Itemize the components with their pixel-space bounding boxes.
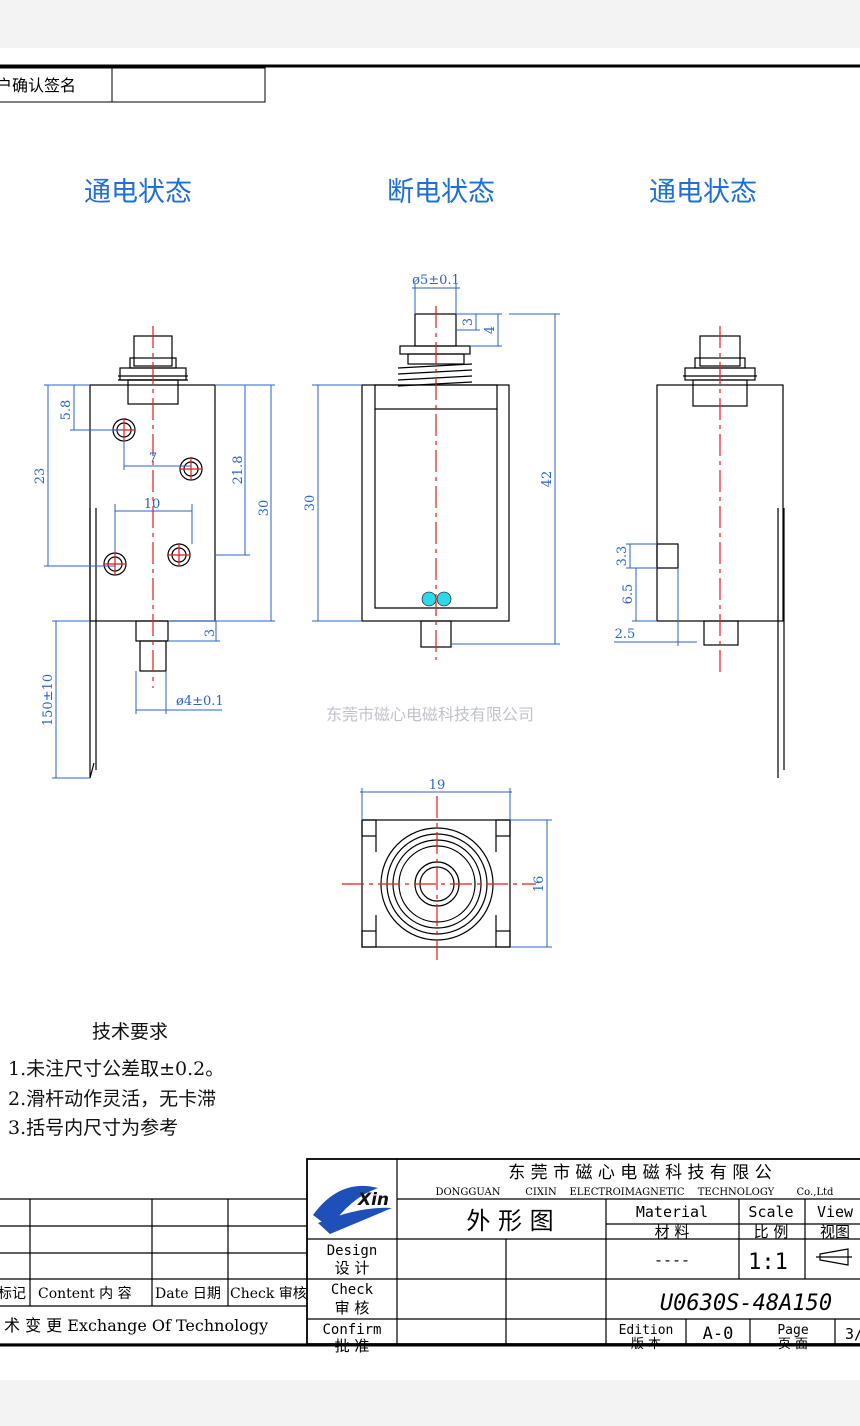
- edition-value: A-0: [703, 1324, 734, 1344]
- dim-150: 150±10: [41, 674, 56, 726]
- drawing-sheet: 户确认签名 通电状态 断电状态 通电状态: [0, 48, 860, 1380]
- edition-en: Edition: [619, 1323, 674, 1338]
- design-cn: 设 计: [335, 1259, 370, 1277]
- dim-mid-30: 30: [303, 495, 318, 512]
- design-en: Design: [327, 1243, 378, 1259]
- dim-dia5: ø5±0.1: [412, 273, 460, 288]
- dim-5-8: 5.8: [59, 400, 74, 421]
- dim-30: 30: [257, 500, 272, 517]
- material-cn: 材 料: [655, 1223, 690, 1241]
- edition-cn: 版 本: [631, 1337, 661, 1352]
- view-cn: 视图: [820, 1223, 850, 1241]
- view-title-3: 通电状态: [649, 177, 757, 208]
- view-title-1: 通电状态: [84, 177, 192, 208]
- view-en: View: [817, 1203, 854, 1221]
- material-value: ----: [654, 1251, 690, 1269]
- drawing-name: 外 形 图: [466, 1207, 553, 1235]
- check-cn: 审 核: [335, 1299, 370, 1317]
- logo-text: Xin: [357, 1190, 389, 1210]
- rev-header-check: Check 审核: [230, 1286, 307, 1302]
- bottom-centerlines: [342, 796, 536, 960]
- requirement-item-1: 1.未注尺寸公差取±0.2。: [8, 1058, 225, 1080]
- dim-mid-3: 3: [461, 318, 476, 326]
- dim-right-3-3: 3.3: [615, 546, 630, 567]
- scale-value: 1:1: [748, 1250, 788, 1275]
- wire-dot-2: [436, 591, 452, 607]
- dim-mid-4: 4: [483, 326, 498, 334]
- dim-dia4: ø4±0.1: [176, 694, 224, 709]
- customer-sign-box: 户确认签名: [0, 67, 266, 103]
- company-en-1: DONGGUAN: [435, 1187, 500, 1198]
- middle-dim-lines: [312, 284, 560, 645]
- watermark: 东莞市磁心电磁科技有限公司: [326, 705, 534, 724]
- company-en-4: TECHNOLOGY: [698, 1187, 775, 1198]
- title-block: [0, 1158, 860, 1345]
- company-logo: Xin: [313, 1185, 392, 1234]
- page-value: 3/: [845, 1325, 860, 1343]
- bottom-dim-lines: [360, 788, 552, 948]
- dim-23: 23: [33, 468, 48, 485]
- wire-dot-1: [421, 591, 437, 607]
- right-dim-lines: [614, 543, 697, 646]
- scale-cn: 比 例: [754, 1223, 789, 1241]
- rev-header-content: Content 内 容: [38, 1285, 132, 1302]
- company-en-5: Co.,Ltd: [797, 1187, 835, 1198]
- company-en-3: ELECTROIMAGNETIC: [569, 1187, 684, 1198]
- customer-sign-label: 户确认签名: [0, 76, 76, 95]
- requirement-item-3: 3.括号内尺寸为参考: [8, 1117, 179, 1139]
- company-name-cn: 东 莞 市 磁 心 电 磁 科 技 有 限 公: [508, 1163, 771, 1183]
- confirm-en: Confirm: [322, 1322, 381, 1338]
- dim-7: 7: [149, 451, 157, 466]
- material-en: Material: [636, 1203, 708, 1221]
- dim-mid-42: 42: [540, 471, 555, 488]
- dim-10: 10: [144, 497, 161, 512]
- dim-3: 3: [203, 629, 218, 637]
- dim-21-8: 21.8: [231, 456, 246, 485]
- requirements-title: 技术要求: [92, 1021, 169, 1043]
- left-dim-lines: [44, 384, 275, 779]
- dim-right-2-5: 2.5: [615, 627, 636, 642]
- dim-bottom-19: 19: [429, 778, 446, 793]
- dim-bottom-16: 16: [532, 876, 547, 893]
- page-en: Page: [777, 1323, 808, 1338]
- requirement-item-2: 2.滑杆动作灵活，无卡滞: [8, 1088, 217, 1110]
- company-en-2: CIXIN: [525, 1187, 557, 1198]
- check-en: Check: [331, 1282, 374, 1298]
- projection-symbol-icon: [816, 1248, 852, 1266]
- technical-drawing: 户确认签名 通电状态 断电状态 通电状态: [0, 64, 860, 1355]
- rev-footer: 术 变 更 Exchange Of Technology: [4, 1316, 268, 1335]
- part-number: U0630S-48A150: [660, 1291, 832, 1316]
- rev-header-date: Date 日期: [155, 1286, 221, 1302]
- dim-right-6-5: 6.5: [621, 584, 636, 605]
- page-cn: 页 面: [778, 1337, 808, 1352]
- confirm-cn: 批 准: [335, 1337, 370, 1355]
- scale-en: Scale: [748, 1203, 793, 1221]
- rev-header-mark: 标记: [0, 1286, 26, 1302]
- view-title-2: 断电状态: [387, 177, 495, 208]
